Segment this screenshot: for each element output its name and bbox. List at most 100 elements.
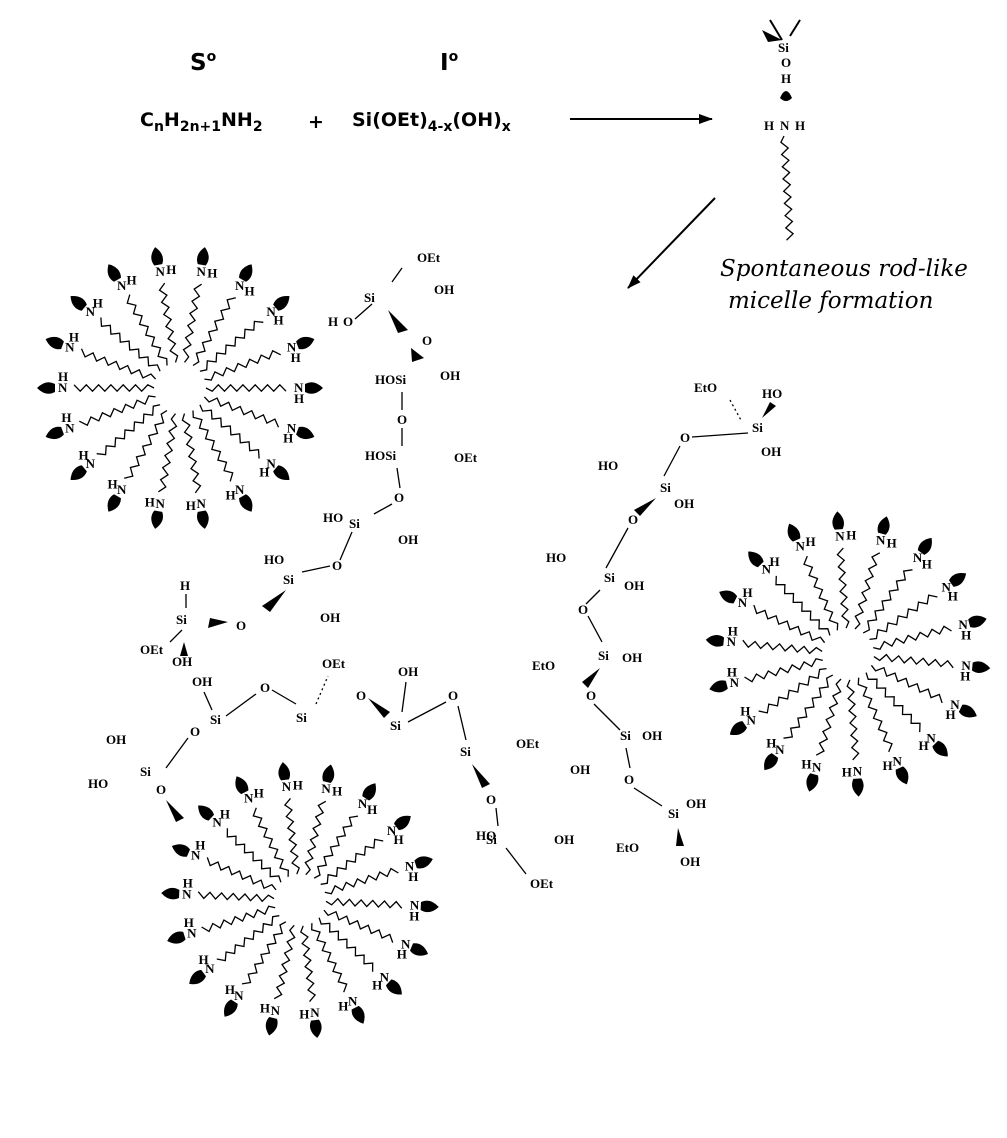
amine-hydrogen: H [801,757,811,772]
amine-nitrogen: N [876,532,886,547]
reaction-equation: So Io CnH2n+1NH2 + Si(OEt)4-x(OH)x [140,49,713,135]
amine-nitrogen: N [405,858,415,873]
svg-text:O: O [448,688,458,703]
alkyl-chain [873,653,954,669]
alkyl-chain [320,838,384,885]
amine-nitrogen: N [266,304,276,319]
svg-text:Si: Si [349,516,360,531]
amine-hydrogen: H [93,296,103,311]
amine-hydrogen: H [394,832,404,847]
amine-nitrogen: N [310,1005,320,1020]
caption-line-2: micelle formation [728,288,933,314]
lone-pair-lobe [196,247,209,266]
svg-text:Si: Si [778,40,789,55]
lone-pair-lobe [224,999,238,1017]
alkyl-chain [199,404,260,459]
svg-text:O: O [356,688,366,703]
svg-text:HOSi: HOSi [365,448,396,463]
svg-text:OH: OH [570,762,590,777]
alkyl-chain [873,625,952,650]
svg-text:OH: OH [624,578,644,593]
alkyl-chain [158,282,179,363]
amine-hydrogen: H [960,669,970,684]
lone-pair-lobe [198,805,215,821]
amine-nitrogen: N [117,482,127,497]
alkyl-chain [304,800,327,876]
lone-pair-lobe [161,887,180,900]
amine-hydrogen: H [79,447,89,462]
amine-hydrogen: H [740,703,750,718]
amine-nitrogen: N [942,580,952,595]
svg-text:O: O [236,618,246,633]
amine-nitrogen: N [294,380,304,395]
amine-nitrogen: N [835,528,845,543]
silicate-network-right: EtO HO Si O OH HO Si OH O HO Si OH O EtO… [532,380,782,869]
svg-text:Si: Si [598,648,609,663]
alkyl-chain [252,807,289,877]
alkyl-chain [283,797,300,875]
svg-text:OH: OH [554,832,574,847]
svg-text:HO: HO [264,552,284,567]
alkyl-chain [192,410,234,482]
amine-nitrogen: N [156,496,166,511]
alkyl-chain [241,921,287,985]
amine-nitrogen: N [738,595,748,610]
svg-text:Si: Si [604,570,615,585]
amine-hydrogen: H [294,391,304,406]
amine-hydrogen: H [372,978,382,993]
lone-pair-lobe [362,783,376,801]
amine-nitrogen: N [812,760,822,775]
svg-text:O: O [156,782,166,797]
alkyl-chain [803,555,839,631]
amine-hydrogen: H [274,313,284,328]
alkyl-chain [181,413,202,494]
amine-nitrogen: N [282,779,292,794]
amine-hydrogen: H [283,431,293,446]
alkyl-chain [323,909,394,943]
amine-hydrogen: H [846,528,856,543]
amine-hydrogen: H [409,909,419,924]
amine-nitrogen: N [86,304,96,319]
caption-line-1: Spontaneous rod-like [720,256,968,282]
svg-text:O: O [680,430,690,445]
alkyl-chain [205,383,287,393]
svg-text:HOSi: HOSi [375,372,406,387]
amine-nitrogen: N [727,634,737,649]
alkyl-chain [869,594,938,641]
amine-nitrogen: N [266,456,276,471]
alkyl-chain [815,678,842,756]
amine-nitrogen: N [358,796,368,811]
amine-hydrogen: H [332,783,342,798]
svg-text:H: H [328,314,338,329]
svg-text:HO: HO [323,510,343,525]
svg-text:EtO: EtO [694,380,717,395]
svg-text:Si: Si [486,832,497,847]
svg-text:OEt: OEt [140,642,164,657]
amine-nitrogen: N [321,781,331,796]
svg-text:EtO: EtO [532,658,555,673]
amine-nitrogen: N [235,278,245,293]
alkyl-chain [80,348,157,380]
svg-text:O: O [260,680,270,695]
svg-text:OH: OH [192,674,212,689]
amine-hydrogen: H [367,802,377,817]
amine-hydrogen: H [127,272,137,287]
svg-text:OEt: OEt [322,656,346,671]
plus-sign: + [308,111,324,133]
svg-text:OH: OH [761,444,781,459]
silicate-network-upper-left: OEt H O Si OH O HOSi OH O HOSi OEt O HO … [140,250,478,669]
amine-nitrogen: N [348,994,358,1009]
lone-pair-lobe [239,264,253,282]
amine-hydrogen: H [199,952,209,967]
alkyl-chain [73,383,155,393]
amine-nitrogen: N [187,926,197,941]
amine-hydrogen: H [766,735,776,750]
amine-nitrogen: N [65,340,75,355]
amine-hydrogen: H [260,1001,270,1016]
alkyl-chain [79,395,156,427]
lone-pair-lobe [239,494,253,512]
amine-nitrogen: N [235,482,245,497]
alkyl-chain [857,677,893,753]
